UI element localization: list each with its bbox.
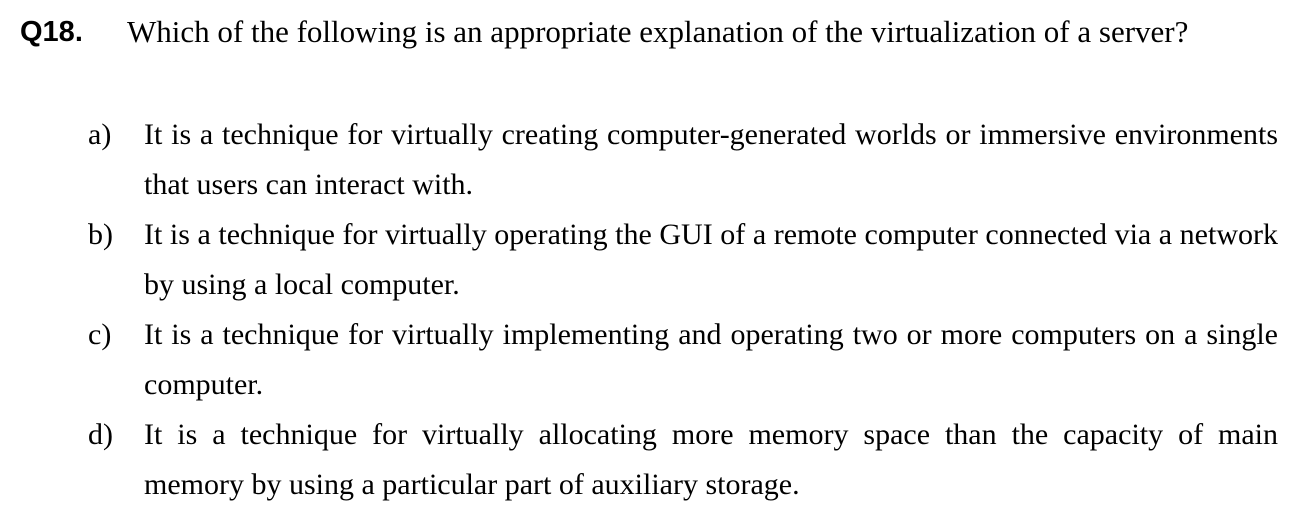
- option-label: c): [88, 318, 112, 351]
- option-label: a): [88, 118, 112, 151]
- option-d: d) It is a technique for virtually alloc…: [88, 410, 1278, 510]
- option-label: d): [88, 418, 113, 451]
- option-text: It is a technique for virtually allocati…: [144, 418, 1278, 501]
- question-text: Which of the following is an appropriate…: [127, 14, 1189, 49]
- question-number: Q18.: [20, 16, 83, 48]
- option-label: b): [88, 218, 113, 251]
- option-b: b) It is a technique for virtually opera…: [88, 210, 1278, 310]
- option-text: It is a technique for virtually creating…: [144, 118, 1278, 201]
- option-text: It is a technique for virtually operatin…: [144, 218, 1278, 301]
- option-c: c) It is a technique for virtually imple…: [88, 310, 1278, 410]
- option-a: a) It is a technique for virtually creat…: [88, 110, 1278, 210]
- option-text: It is a technique for virtually implemen…: [144, 318, 1278, 401]
